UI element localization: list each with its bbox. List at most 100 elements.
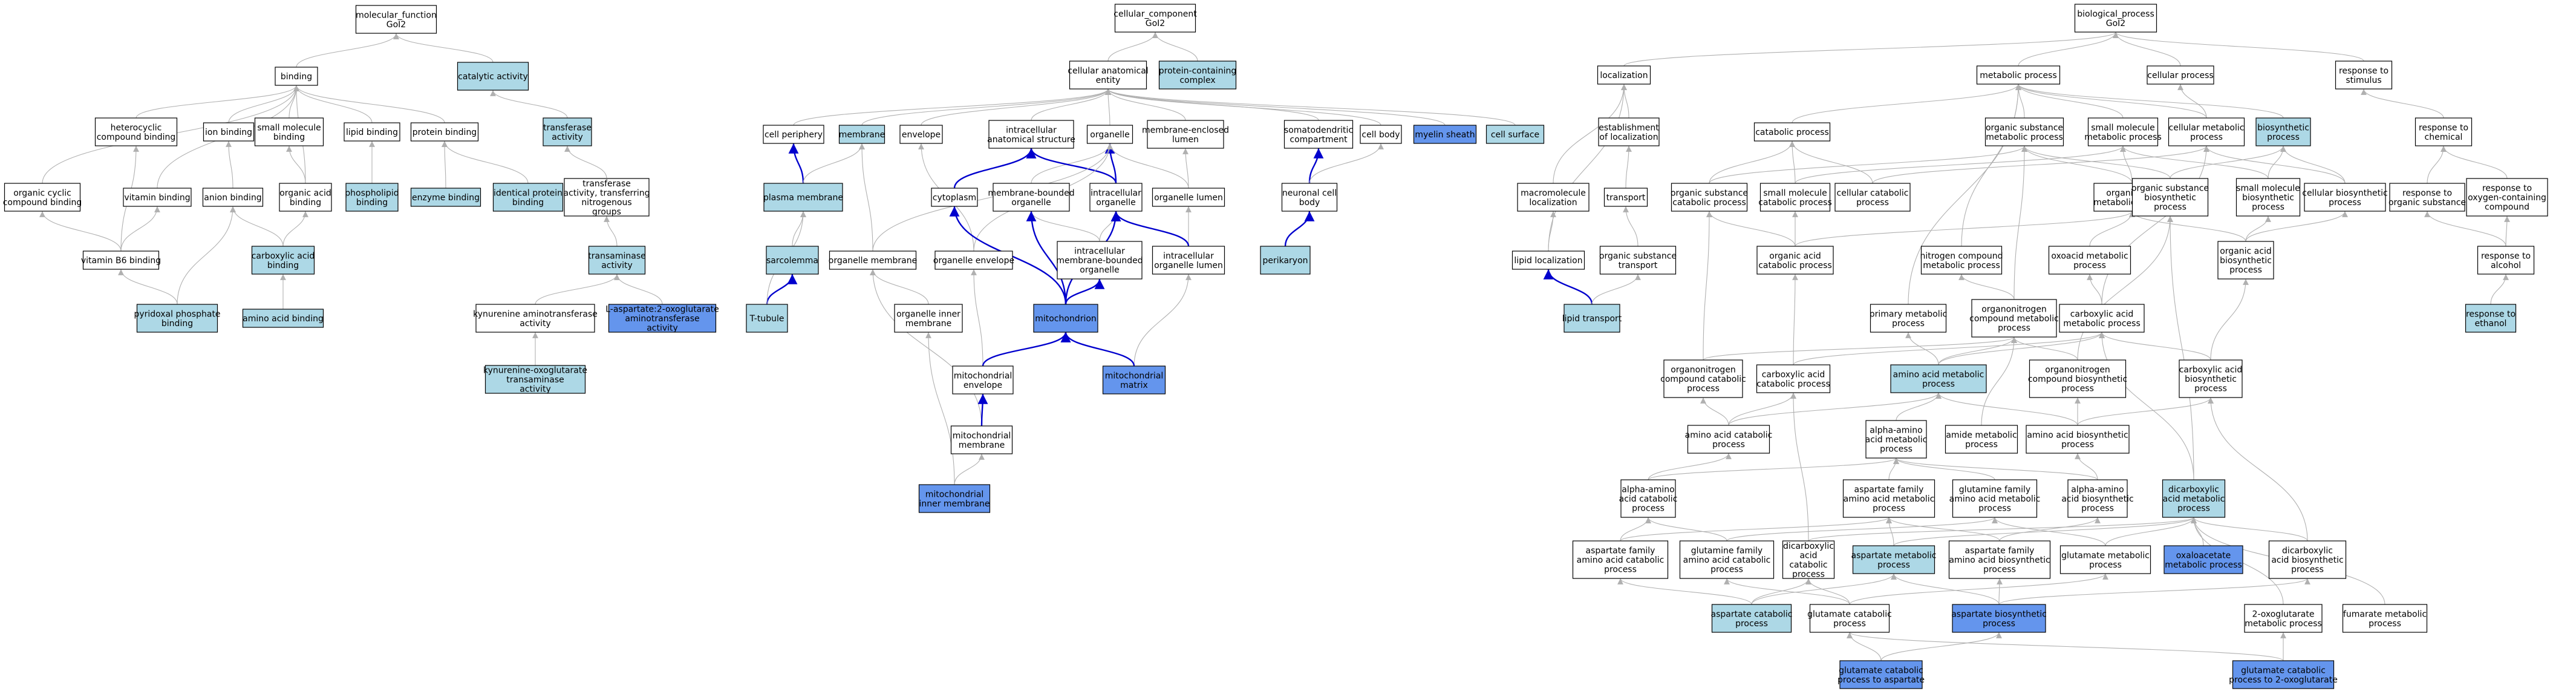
- go-term-box: [2059, 545, 2151, 574]
- edge-ostrans-to-transport: [1623, 206, 1639, 247]
- edge-cellperiph-to-cae: [793, 88, 1111, 126]
- edge-ncb-to-cellbody: [1309, 143, 1384, 184]
- go-term-box: [123, 188, 192, 207]
- edge-cellbio-to-biosyn: [2280, 145, 2346, 184]
- go-term-label: intracellular: [1006, 125, 1057, 135]
- go-term-label: organelle lumen: [1154, 193, 1223, 203]
- go-term-box: [543, 117, 592, 146]
- go-term-box: [1756, 246, 1834, 275]
- edge-pcc-to-cc: [1152, 31, 1198, 62]
- go-term-box: [2477, 246, 2535, 275]
- go-term-label: cytoplasm: [933, 193, 976, 203]
- edge-smmp-to-metproc: [2015, 83, 2124, 119]
- go-term-box: [1057, 241, 1143, 280]
- go-term-label: primary metabolic: [1870, 309, 1948, 319]
- edge-aabio-to-cabio: [2077, 397, 2214, 426]
- go-term-label: dicarboxylic: [2168, 485, 2219, 495]
- go-term-node-vitb: vitamin binding: [123, 188, 192, 207]
- go-term-label: acid biosynthetic: [2061, 494, 2133, 504]
- edge-aspbio-to-dicarbbio: [1998, 578, 2310, 605]
- edge-proteinb-to-binding: [293, 85, 445, 123]
- go-term-label: aspartate biosynthetic: [1951, 609, 2047, 619]
- go-term-label: pyridoxal phosphate: [134, 309, 220, 319]
- go-term-label: body: [1299, 198, 1320, 208]
- go-term-label: compound metabolic: [1969, 314, 2059, 324]
- go-term-box: [763, 183, 843, 212]
- go-term-node-catproc: catabolic process: [1753, 122, 1831, 142]
- go-term-label: mitochondrial: [954, 371, 1012, 381]
- go-term-box: [2415, 117, 2473, 146]
- edge-aspmet-to-dicarbmet: [1893, 517, 2197, 546]
- go-term-box: [1687, 425, 1770, 454]
- go-term-label: mitochondrial: [953, 431, 1011, 440]
- edge-glucatasp-to-aspbio: [1880, 632, 2002, 661]
- go-term-label: response to: [2419, 123, 2468, 133]
- go-term-node-lipidloc: lipid localization: [1511, 250, 1585, 270]
- go-term-label: molecular_function: [356, 10, 437, 20]
- go-term-box: [2342, 604, 2428, 633]
- go-term-label: process: [1983, 565, 2016, 575]
- edge-osmp-to-metproc: [2015, 83, 2025, 119]
- go-term-label: entity: [1096, 76, 1121, 85]
- go-term-label: metabolic process: [1980, 71, 2057, 80]
- edge-amidemet-to-onmp: [1981, 336, 2017, 426]
- go-term-label: membrane-bounded: [988, 188, 1074, 198]
- go-term-box: [1756, 364, 1831, 393]
- go-term-box: [918, 484, 991, 513]
- edge-alphacat-to-alphaaamp: [1648, 457, 1899, 480]
- go-term-label: compartment: [1290, 135, 1348, 145]
- go-term-label: aspartate family: [1586, 546, 1655, 556]
- edge-oabio-to-smbio: [2245, 215, 2271, 242]
- go-term-box: [1413, 125, 1477, 144]
- go-term-box: [2164, 545, 2243, 574]
- go-term-label: intracellular: [1091, 188, 1141, 198]
- edge-kynat-to-transaminase: [535, 273, 620, 305]
- go-term-node-laspat: L-aspartate:2-oxoglutarateaminotransfera…: [605, 304, 719, 333]
- go-term-label: process: [2154, 203, 2186, 212]
- go-term-box: [457, 62, 529, 91]
- go-term-label: organic substance: [2131, 184, 2209, 194]
- go-term-label: chemical: [2425, 133, 2463, 142]
- go-term-label: process: [2061, 440, 2094, 450]
- go-term-box: [1281, 183, 1338, 212]
- go-term-node-binding: binding: [275, 67, 318, 86]
- go-term-label: transferase: [543, 123, 592, 133]
- edge-envelope-to-cae: [921, 88, 1111, 126]
- edge-aspcat-to-aspfamcat: [1617, 578, 1752, 605]
- go-term-label: process: [1877, 560, 1910, 570]
- edge-respos-to-respchem: [2427, 145, 2447, 184]
- go-term-label: compound binding: [3, 198, 82, 208]
- edge-osbio-to-biosyn: [2170, 145, 2286, 179]
- go-term-label: aspartate metabolic: [1851, 551, 1937, 560]
- edge-ttubule-to-sarcolemma: [766, 273, 798, 305]
- go-term-label: activity: [552, 133, 583, 142]
- go-term-label: activity: [520, 319, 551, 329]
- go-term-label: process: [2369, 619, 2401, 629]
- go-term-node-proteinb: protein binding: [410, 122, 479, 142]
- go-term-label: activity: [520, 385, 551, 394]
- go-term-box: [275, 67, 318, 86]
- go-term-box: [2389, 183, 2465, 212]
- edge-intorg-to-ias: [1026, 148, 1117, 184]
- go-term-box: [251, 246, 315, 275]
- go-term-box: [1952, 604, 2046, 633]
- go-term-label: lipid binding: [346, 128, 398, 137]
- go-term-label: fumarate metabolic: [2343, 609, 2427, 619]
- go-term-box: [344, 122, 400, 142]
- go-term-box: [1597, 65, 1651, 85]
